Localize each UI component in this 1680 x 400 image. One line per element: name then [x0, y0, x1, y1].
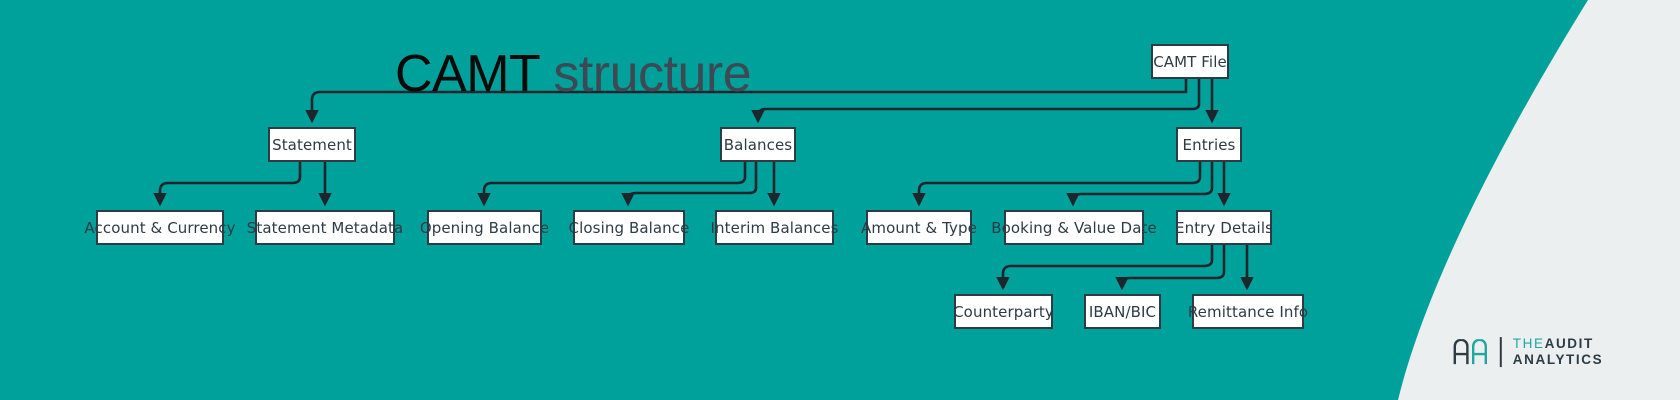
- node-label: Remittance Info: [1187, 302, 1309, 321]
- node-label: Interim Balances: [710, 218, 839, 237]
- logo-audit: AUDIT: [1544, 336, 1594, 352]
- aa-monogram-icon: [1453, 339, 1487, 364]
- node-label: Balances: [723, 135, 793, 154]
- logo-analytics: ANALYTICS: [1512, 352, 1604, 367]
- node-opening-balance[interactable]: Opening Balance: [420, 210, 549, 245]
- node-amount-type[interactable]: Amount & Type: [861, 210, 977, 245]
- node-label: Account & Currency: [84, 218, 236, 237]
- node-entries[interactable]: Entries: [1176, 127, 1242, 162]
- node-label: Statement Metadata: [246, 218, 404, 237]
- node-label: Opening Balance: [419, 218, 550, 237]
- node-label: Entries: [1182, 135, 1236, 154]
- page-title-main: CAMT: [395, 45, 540, 103]
- node-counterparty[interactable]: Counterparty: [953, 294, 1054, 329]
- brand-logo: THEAUDIT ANALYTICS: [1453, 336, 1603, 368]
- node-camt-file[interactable]: CAMT File: [1151, 44, 1229, 79]
- node-entry-details[interactable]: Entry Details: [1175, 210, 1273, 245]
- node-closing-balance[interactable]: Closing Balance: [569, 210, 689, 245]
- node-label: Booking & Value Date: [991, 218, 1157, 237]
- page-title: CAMT structure: [395, 45, 752, 103]
- logo-wordmark: THEAUDIT ANALYTICS: [1513, 336, 1603, 368]
- node-remittance-info[interactable]: Remittance Info: [1188, 294, 1308, 329]
- node-label: Statement: [272, 135, 352, 154]
- node-statement-metadata[interactable]: Statement Metadata: [247, 210, 403, 245]
- node-label: Closing Balance: [568, 218, 690, 237]
- page-title-sub: structure: [539, 45, 752, 103]
- node-booking-value-date[interactable]: Booking & Value Date: [991, 210, 1157, 245]
- logo-the: THE: [1512, 336, 1545, 352]
- node-account-currency[interactable]: Account & Currency: [84, 210, 235, 245]
- node-label: Entry Details: [1175, 218, 1273, 237]
- logo-divider: [1499, 337, 1502, 367]
- node-label: IBAN/BIC: [1088, 302, 1157, 321]
- node-iban-bic[interactable]: IBAN/BIC: [1084, 294, 1161, 329]
- node-label: Amount & Type: [861, 218, 977, 237]
- node-label: Counterparty: [953, 302, 1054, 321]
- node-interim-balances[interactable]: Interim Balances: [711, 210, 838, 245]
- node-label: CAMT File: [1153, 52, 1227, 71]
- node-statement[interactable]: Statement: [268, 127, 356, 162]
- node-balances[interactable]: Balances: [720, 127, 796, 162]
